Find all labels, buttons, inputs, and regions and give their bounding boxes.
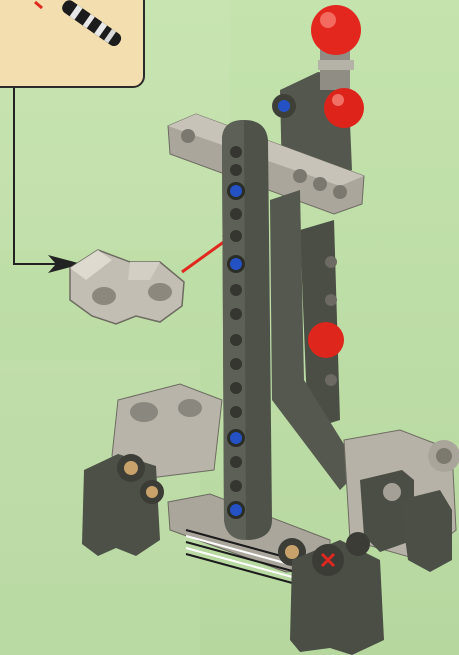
lego-connector-part-icon: [69, 249, 185, 325]
callout-connector-line: [13, 88, 82, 273]
lego-tower-assembly-icon: [82, 5, 459, 655]
striped-axle: [185, 529, 297, 585]
lego-axle-piece-icon: [34, 0, 122, 47]
beam-holes: [227, 146, 245, 519]
